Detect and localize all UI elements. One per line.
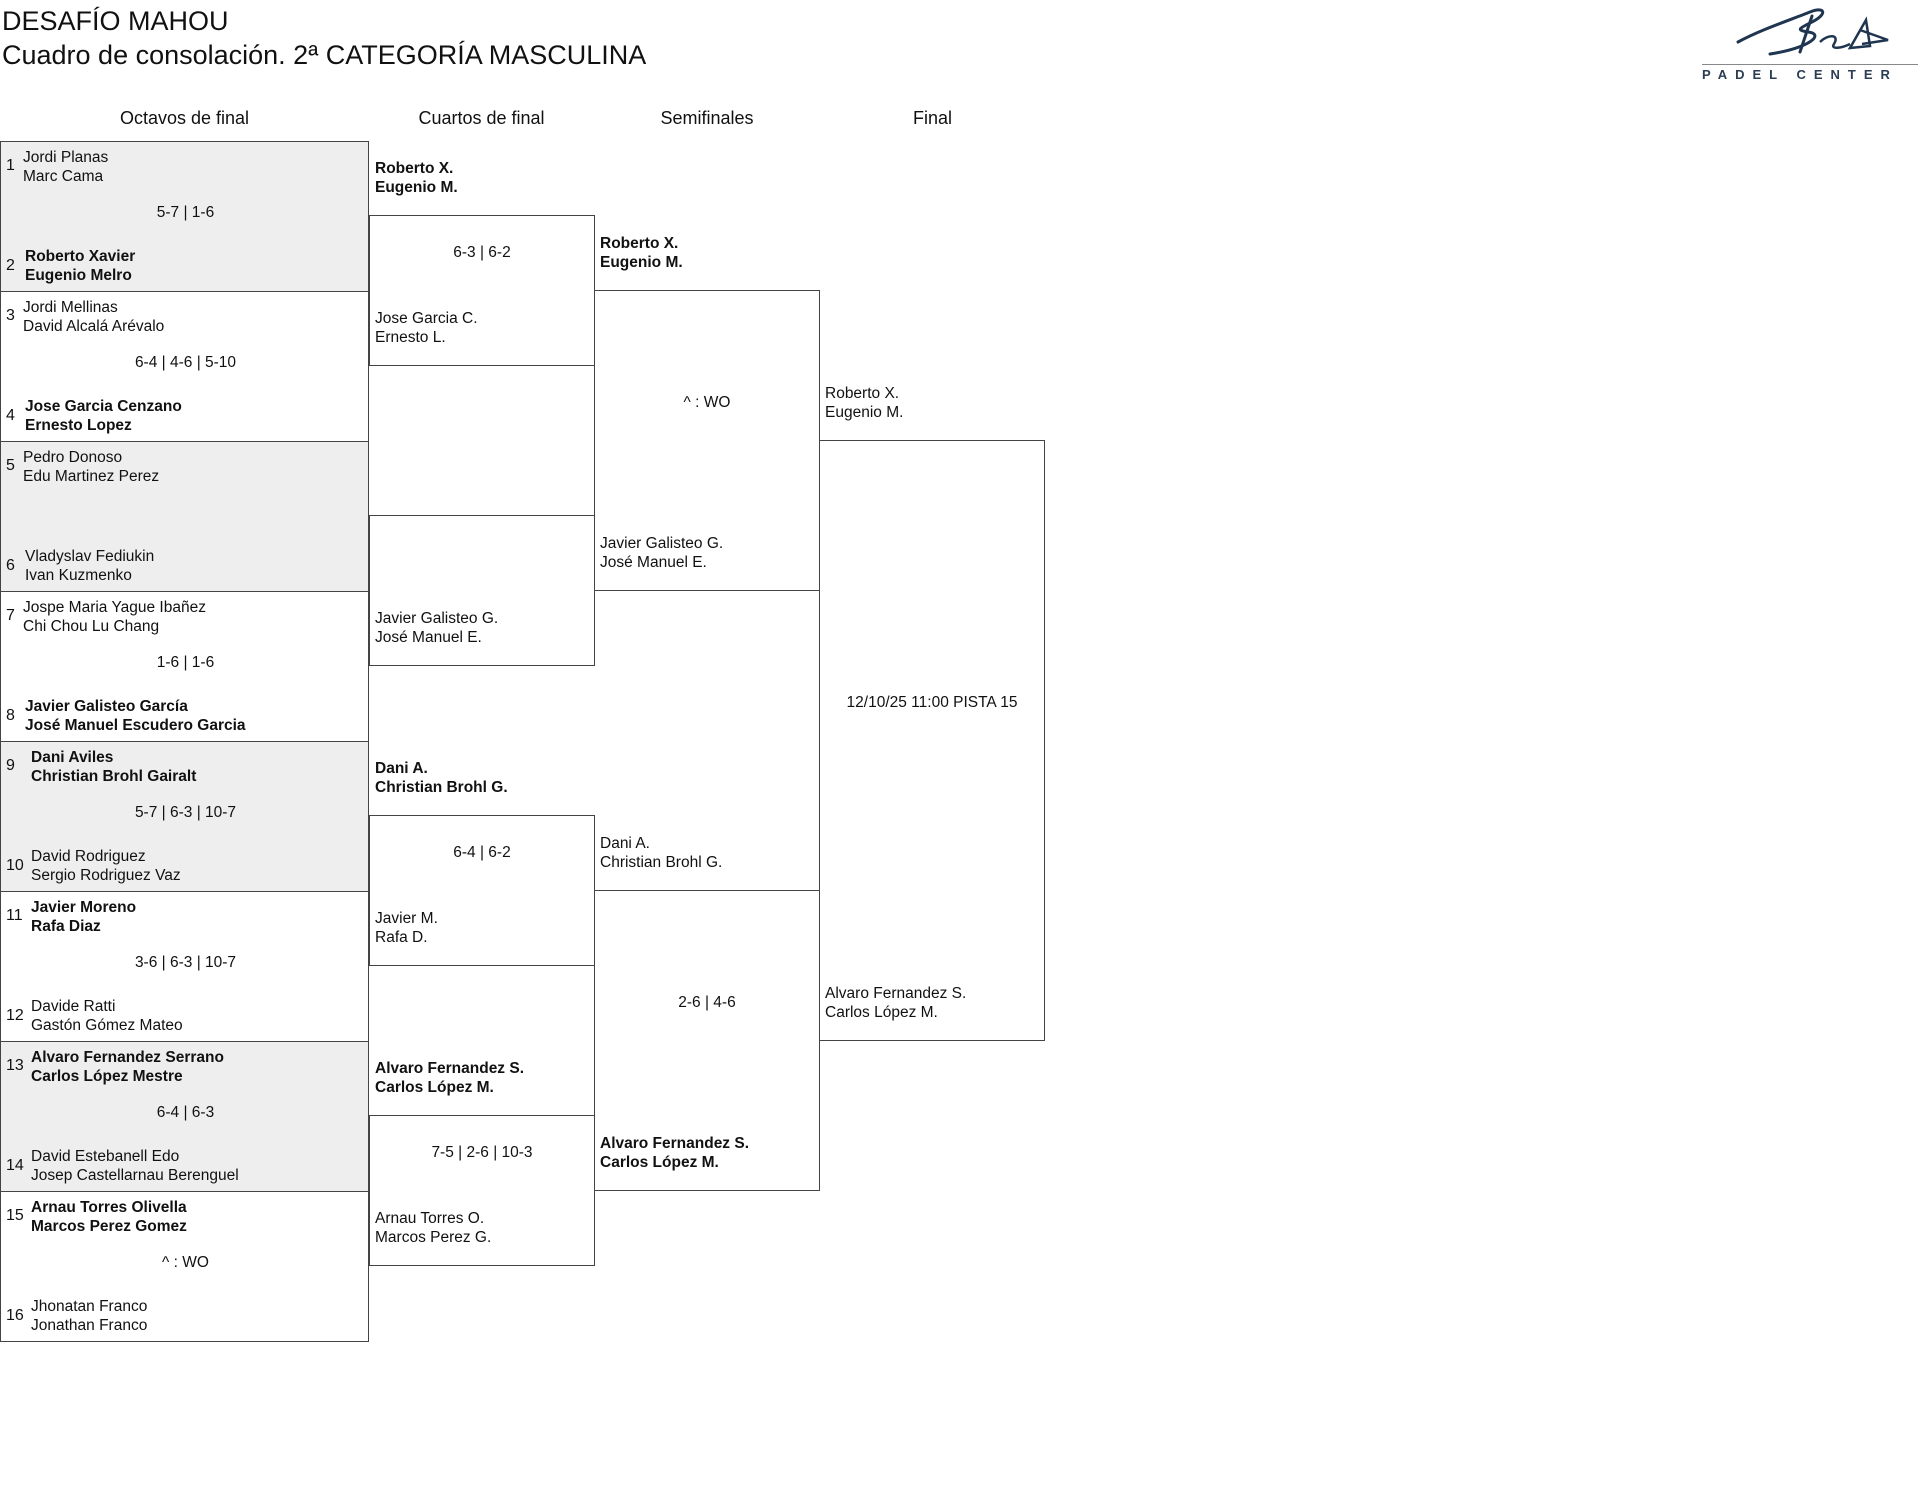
cuartos-1-score: 6-3 | 6-2: [453, 244, 511, 261]
final-pair-b: Alvaro Fernandez S.Carlos López M.: [825, 985, 967, 1021]
cuartos-1-pair-a: Roberto X.Eugenio M.: [375, 160, 458, 196]
seed-number: 12: [6, 1007, 24, 1024]
cuartos-4-pair-a: Alvaro Fernandez S.Carlos López M.: [375, 1060, 525, 1096]
seed-number: 2: [6, 257, 15, 274]
match-score: 6-4 | 4-6 | 5-10: [134, 354, 237, 371]
semis-2-pair-b: Alvaro Fernandez S.Carlos López M.: [600, 1135, 750, 1171]
page-title: DESAFÍO MAHOU: [2, 6, 229, 36]
round-header-final: Final: [912, 108, 952, 128]
match-score: 6-4 | 6-3: [156, 1104, 215, 1121]
seed-number: 3: [6, 307, 15, 324]
cuartos-4-score: 7-5 | 2-6 | 10-3: [431, 1144, 533, 1161]
seed-number: 8: [6, 707, 15, 724]
seed-number: 13: [6, 1057, 24, 1074]
final-schedule: 12/10/25 11:00 PISTA 15: [846, 694, 1018, 711]
cuartos-2-pair-b: Javier Galisteo G.José Manuel E.: [375, 610, 499, 646]
semis-2-score: 2-6 | 4-6: [678, 994, 736, 1011]
logo-divider: [1702, 64, 1918, 65]
seed-number: 11: [6, 907, 23, 924]
semis-2-pair-a: Dani A.Christian Brohl G.: [600, 835, 723, 871]
semis-1-score: ^ : WO: [683, 394, 731, 411]
cuartos-3-pair-a: Dani A.Christian Brohl G.: [375, 760, 508, 796]
match-score: 5-7 | 6-3 | 10-7: [134, 804, 237, 821]
seed-number: 15: [6, 1207, 24, 1224]
cuartos-3-pair-b: Javier M.Rafa D.: [375, 910, 438, 946]
round-header-cuartos: Cuartos de final: [418, 108, 545, 128]
page-subtitle: Cuadro de consolación. 2ª CATEGORÍA MASC…: [2, 40, 647, 70]
seed-number: 16: [6, 1307, 24, 1324]
match-score: 1-6 | 1-6: [156, 654, 215, 671]
seed-number: 5: [6, 457, 15, 474]
seed-number: 4: [6, 407, 15, 424]
logo-text: PADEL CENTER: [1702, 67, 1898, 82]
semis-1-pair-a: Roberto X.Eugenio M.: [600, 235, 683, 271]
cuartos-3-score: 6-4 | 6-2: [453, 844, 511, 861]
match-score: 3-6 | 6-3 | 10-7: [134, 954, 237, 971]
round-header-octavos: Octavos de final: [119, 108, 250, 128]
cuartos-1-pair-b: Jose Garcia C.Ernesto L.: [375, 310, 478, 346]
seed-number: 14: [6, 1157, 24, 1174]
match-score: ^ : WO: [162, 1254, 209, 1271]
seed-number: 10: [6, 857, 24, 874]
seed-number: 7: [6, 607, 15, 624]
final-match-box: [819, 440, 1045, 1041]
seed-number: 6: [6, 557, 15, 574]
bela-signature-logo-icon: [1736, 8, 1889, 56]
semis-1-pair-b: Javier Galisteo G.José Manuel E.: [600, 535, 724, 571]
match-score: 5-7 | 1-6: [156, 204, 215, 221]
cuartos-4-pair-b: Arnau Torres O.Marcos Perez G.: [375, 1210, 492, 1246]
final-pair-a: Roberto X.Eugenio M.: [825, 385, 904, 421]
seed-number: 1: [6, 157, 15, 174]
seed-number: 9: [6, 757, 15, 774]
round-header-semis: Semifinales: [660, 108, 754, 128]
